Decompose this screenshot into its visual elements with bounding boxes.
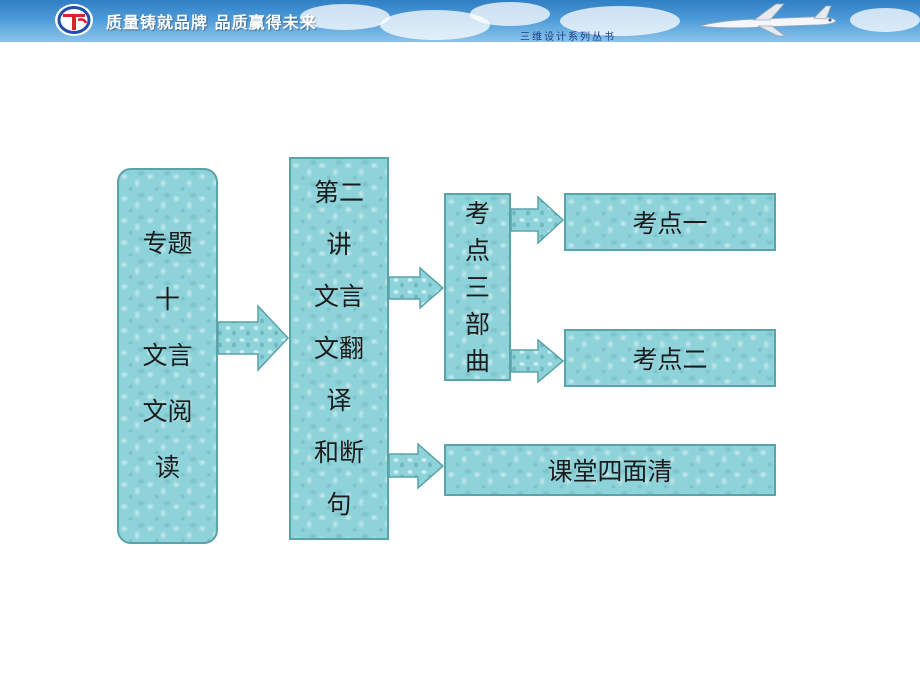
exam-point-one-label: 考点一 [632, 209, 708, 238]
lecture-line: 第二 [313, 177, 364, 207]
arrow-steps-to-point-one [510, 195, 565, 245]
arrow-lecture-to-steps [388, 266, 445, 310]
steps-line: 部 [464, 309, 490, 339]
exam-point-two-label: 考点二 [632, 345, 708, 374]
airplane-icon [699, 3, 837, 37]
arrow-main-to-lecture [217, 304, 290, 372]
arrow-lecture-to-class-review [388, 442, 445, 490]
main-topic-line: 文言 [142, 341, 193, 370]
cloud-decoration [470, 2, 550, 26]
cloud-decoration [300, 4, 390, 30]
series-label: 三维设计系列丛书 [520, 32, 616, 42]
lecture-line: 文翻 [313, 333, 364, 363]
lecture-line: 和断 [313, 437, 364, 467]
main-topic-line: 读 [154, 453, 180, 482]
main-topic-box: 专题 十 文言 文阅 读 [117, 168, 218, 544]
lecture-line: 译 [326, 385, 352, 415]
cloud-decoration [560, 6, 680, 36]
steps-line: 三 [464, 272, 490, 302]
lecture-box: 第二 讲 文言 文翻 译 和断 句 [289, 157, 389, 540]
cloud-decoration [850, 8, 920, 32]
publisher-logo-icon [55, 4, 93, 36]
exam-points-steps-box: 考 点 三 部 曲 [444, 193, 511, 381]
arrow-steps-to-point-two [510, 338, 565, 384]
exam-point-one-box[interactable]: 考点一 [564, 193, 776, 251]
steps-line: 曲 [464, 346, 490, 376]
main-topic-line: 专题 [142, 229, 193, 258]
exam-point-two-box[interactable]: 考点二 [564, 329, 776, 387]
steps-line: 点 [464, 235, 490, 265]
steps-line: 考 [464, 198, 490, 228]
lecture-line: 句 [326, 489, 352, 519]
class-review-box[interactable]: 课堂四面清 [444, 444, 776, 496]
lecture-line: 文言 [313, 281, 364, 311]
header-banner: 质量铸就品牌 品质赢得未来 三维设计系列丛书 [0, 0, 920, 42]
lecture-line: 讲 [326, 229, 352, 259]
class-review-label: 课堂四面清 [547, 457, 673, 486]
main-topic-line: 十 [154, 285, 180, 314]
main-topic-line: 文阅 [142, 397, 193, 426]
slogan-text: 质量铸就品牌 品质赢得未来 [106, 13, 317, 32]
